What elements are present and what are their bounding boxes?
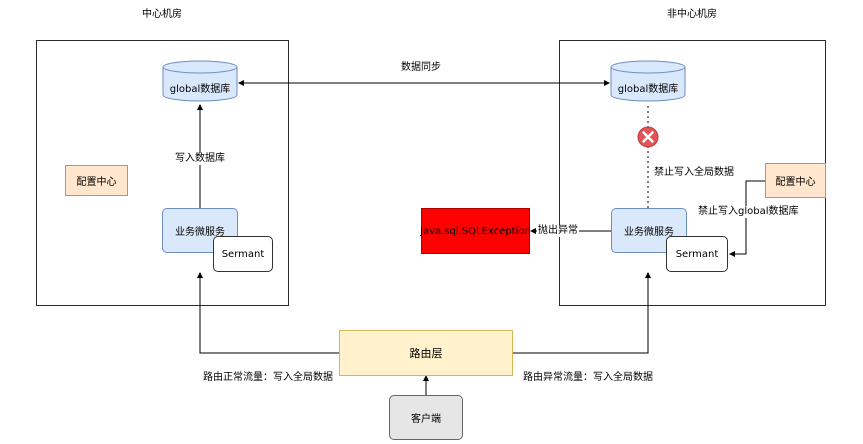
center-room-frame: [36, 40, 289, 306]
center-sermant: Sermant: [213, 236, 273, 272]
router-to-noncenter-arrow: [513, 272, 651, 354]
sync-label: 数据同步: [401, 62, 441, 73]
router-layer: 路由层: [339, 330, 513, 376]
noncenter-db-label: global数据库: [617, 83, 679, 95]
error-x-icon: [637, 126, 659, 148]
noncenter-db-cylinder: [610, 60, 686, 102]
center-room-title: 中心机房: [142, 9, 182, 20]
noncenter-room-title: 非中心机房: [667, 9, 717, 20]
abnormal-flow-label: 路由异常流量：写入全局数据: [523, 372, 653, 383]
forbid-global-label: 禁止写入全局数据: [654, 167, 734, 178]
router-to-center-arrow: [197, 272, 339, 354]
normal-flow-label: 路由正常流量：写入全局数据: [203, 372, 333, 383]
noncenter-config-center: 配置中心: [765, 163, 826, 198]
sql-exception-box: java.sql.SQLException: [420, 208, 531, 254]
center-db-label: global数据库: [169, 83, 231, 95]
throw-exception-label: 抛出异常: [537, 225, 579, 237]
forbid-db-label: 禁止写入global数据库: [697, 206, 800, 218]
write-db-label: 写入数据库: [174, 153, 226, 165]
noncenter-sermant: Sermant: [666, 236, 728, 272]
client: 客户端: [389, 395, 463, 440]
center-config-center: 配置中心: [65, 165, 128, 196]
center-db-cylinder: [162, 60, 238, 102]
